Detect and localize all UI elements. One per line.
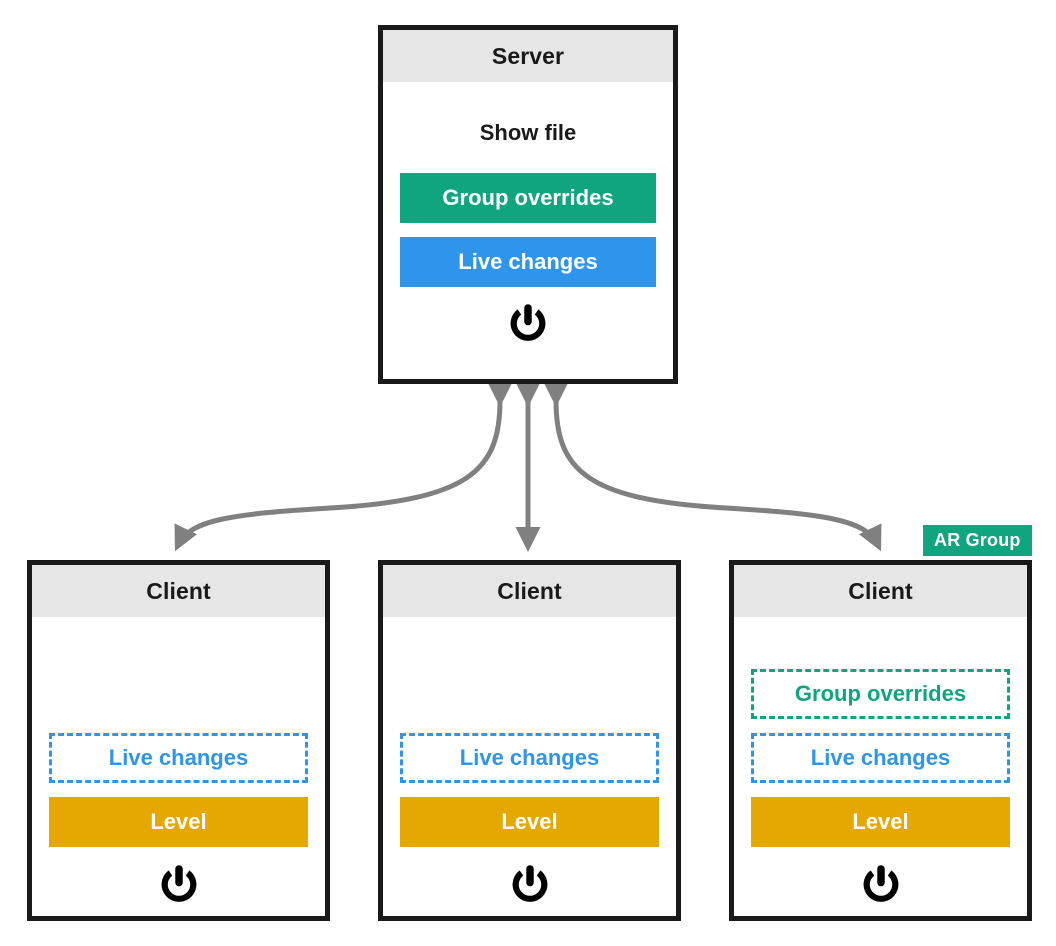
client-2-body: Live changes Level (383, 617, 676, 916)
client-3-level-bar[interactable]: Level (751, 797, 1010, 847)
client-3-header: Client (734, 565, 1027, 617)
client-2-live-changes-ghost[interactable]: Live changes (400, 733, 659, 783)
server-group-overrides-bar[interactable]: Group overrides (400, 173, 656, 223)
server-header: Server (383, 30, 673, 82)
power-icon[interactable] (858, 861, 904, 907)
client-3-live-changes-ghost[interactable]: Live changes (751, 733, 1010, 783)
server-node[interactable]: Server Show file Group overrides Live ch… (378, 25, 678, 384)
ar-group-badge: AR Group (923, 525, 1032, 556)
client-1-live-changes-ghost[interactable]: Live changes (49, 733, 308, 783)
connector-server-to-client-3 (543, 381, 882, 552)
client-1-level-bar[interactable]: Level (49, 797, 308, 847)
server-body: Show file Group overrides Live changes (383, 82, 673, 379)
server-show-file-label: Show file (479, 120, 577, 145)
client-node-3[interactable]: Client Group overrides Live changes Leve… (729, 560, 1032, 921)
client-2-level-bar[interactable]: Level (400, 797, 659, 847)
client-node-1[interactable]: Client Live changes Level (27, 560, 330, 921)
power-icon[interactable] (507, 861, 553, 907)
client-3-group-overrides-ghost[interactable]: Group overrides (751, 669, 1010, 719)
client-2-header: Client (383, 565, 676, 617)
power-icon[interactable] (505, 300, 551, 346)
server-live-changes-bar[interactable]: Live changes (400, 237, 656, 287)
client-1-header: Client (32, 565, 325, 617)
power-icon[interactable] (156, 861, 202, 907)
client-node-2[interactable]: Client Live changes Level (378, 560, 681, 921)
client-1-body: Live changes Level (32, 617, 325, 916)
connector-server-to-client-1 (174, 381, 513, 552)
client-3-body: Group overrides Live changes Level (734, 617, 1027, 916)
